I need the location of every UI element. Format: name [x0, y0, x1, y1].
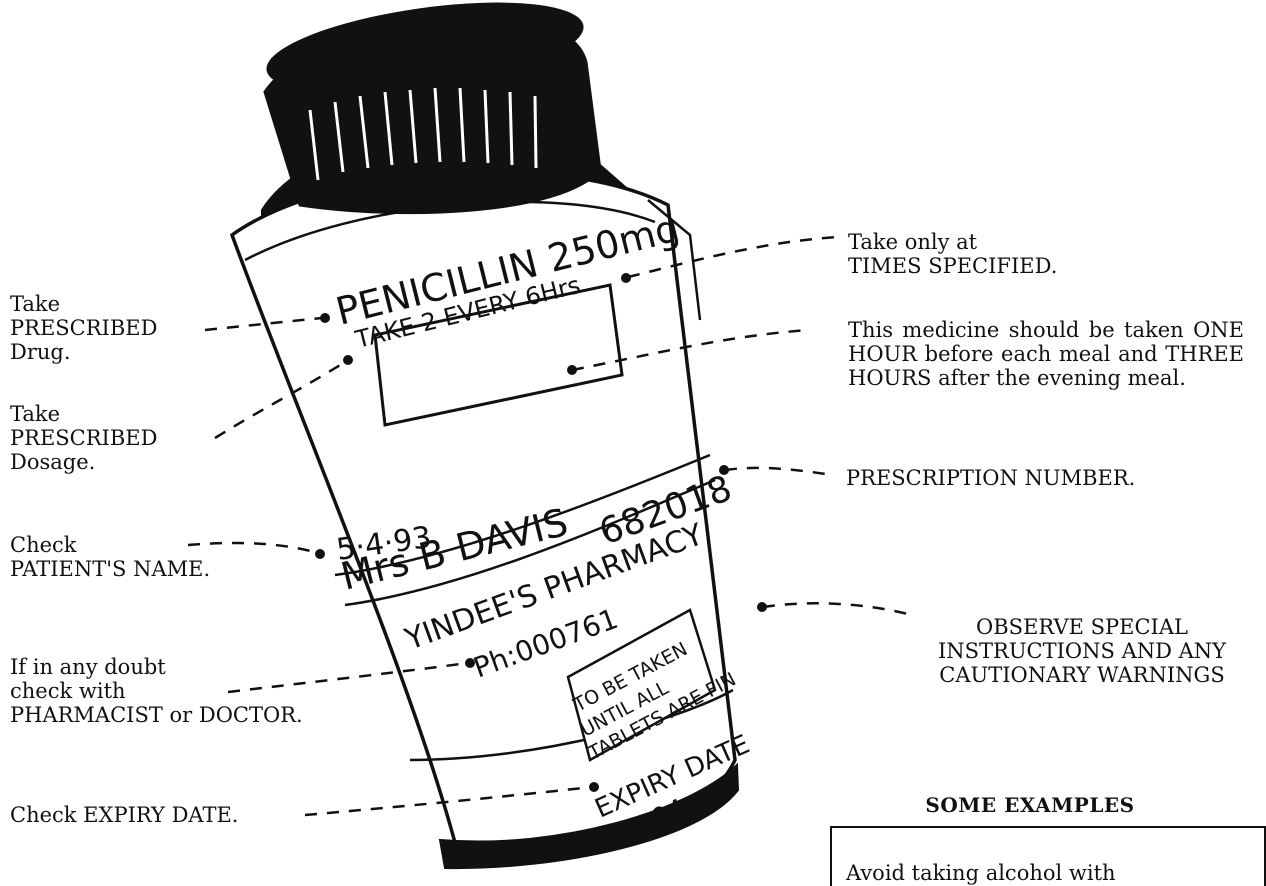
leader-special [763, 603, 912, 615]
callout-meals: This medicine should be taken ONE HOUR b… [848, 318, 1244, 390]
callout-dosage: Take PRESCRIBED Dosage. [10, 402, 157, 474]
example-box: Avoid taking alcohol with this medicatio… [830, 826, 1266, 886]
callout-pharmacist: If in any doubt check with PHARMACIST or… [10, 655, 303, 727]
callout-times: Take only at TIMES SPECIFIED. [848, 230, 1057, 278]
callout-drug: Take PRESCRIBED Drug. [10, 292, 157, 364]
callout-special: OBSERVE SPECIAL INSTRUCTIONS AND ANY CAU… [912, 615, 1252, 687]
callout-expiry: Check EXPIRY DATE. [10, 803, 238, 827]
examples-heading: SOME EXAMPLES [905, 793, 1155, 817]
callout-patient: Check PATIENT'S NAME. [10, 533, 210, 581]
bottle-cap [261, 0, 600, 213]
leader-rx [725, 468, 832, 475]
callout-rx-number: PRESCRIPTION NUMBER. [846, 466, 1135, 490]
example-text: Avoid taking alcohol with this medicatio… [846, 861, 1173, 886]
